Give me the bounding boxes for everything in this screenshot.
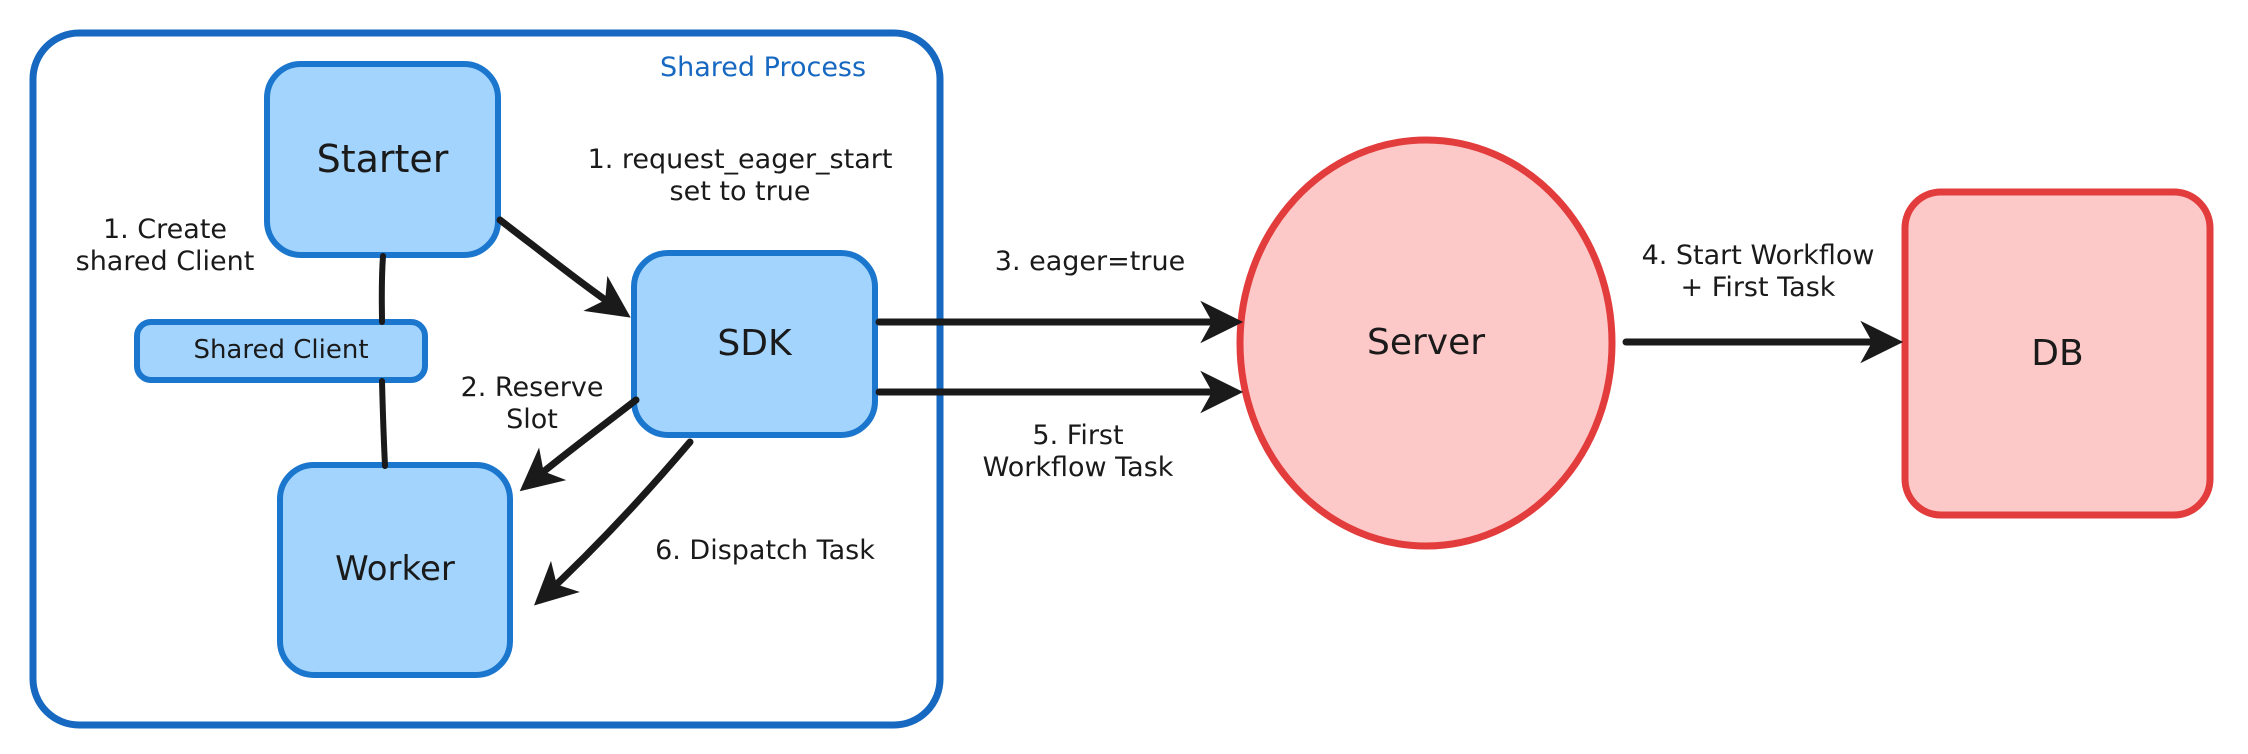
- edge-sdk-to-worker-reserve-slot: [519, 396, 640, 492]
- edge-label-request-eager-start: 1. request_eager_start set to true: [587, 144, 893, 208]
- node-starter-shape[interactable]: [264, 61, 501, 258]
- edge-starter-to-sdk: [496, 216, 631, 318]
- node-db-shape[interactable]: [1901, 188, 2214, 519]
- edge-label-start-workflow: 4. Start Workflow + First Task: [1641, 240, 1875, 304]
- edge-label-first-workflow-task: 5. First Workflow Task: [982, 420, 1174, 484]
- edge-label-dispatch-task: 6. Dispatch Task: [655, 535, 875, 566]
- edge-sdk-to-worker-dispatch: [534, 438, 694, 606]
- node-sdk-shape[interactable]: [631, 250, 878, 438]
- shared-process-title: Shared Process: [660, 52, 867, 83]
- node-server-shape[interactable]: [1236, 136, 1616, 550]
- edge-label-eager-true: 3. eager=true: [994, 246, 1186, 277]
- edge-label-create-shared-client: 1. Create shared Client: [75, 214, 255, 278]
- node-worker-shape[interactable]: [277, 462, 513, 678]
- edge-starter-to-shared-client: [378, 253, 386, 325]
- edge-label-reserve-slot: 2. Reserve Slot: [460, 372, 604, 436]
- shared-process-container: [29, 29, 944, 729]
- edge-shared-client-to-worker: [379, 378, 388, 469]
- node-shared-client-shape[interactable]: [134, 319, 428, 383]
